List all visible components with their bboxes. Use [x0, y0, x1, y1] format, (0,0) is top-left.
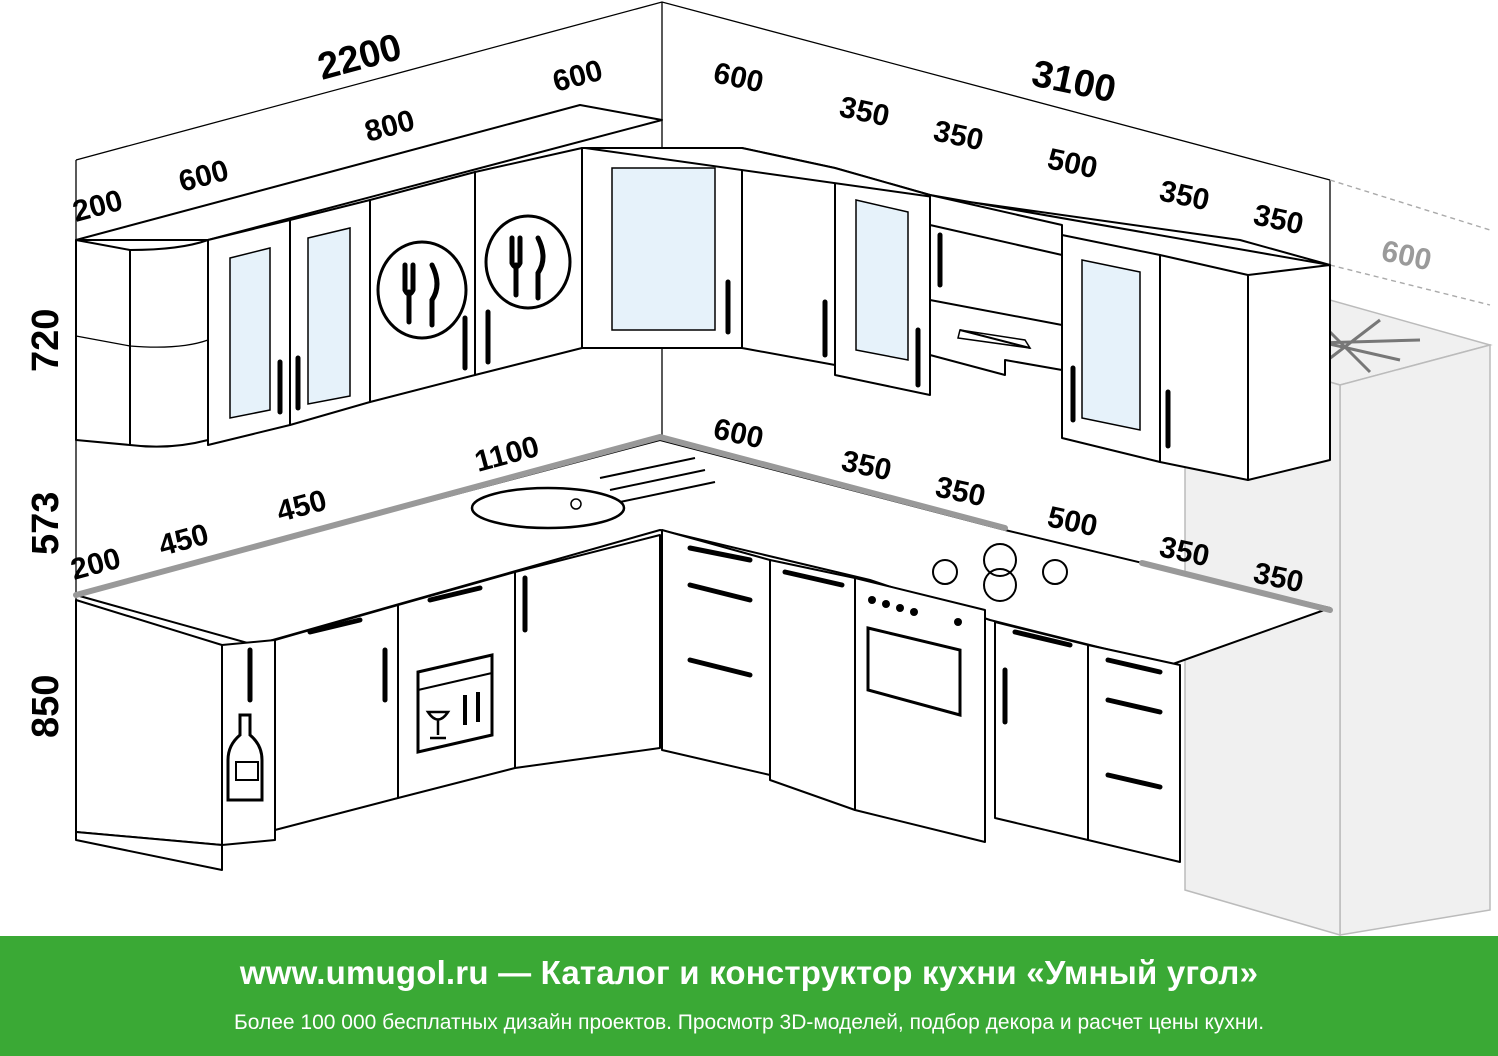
oven-icon — [866, 596, 962, 717]
dim-height-gap: 573 — [25, 492, 67, 555]
plate-cutlery-icon — [376, 240, 468, 340]
kitchen-drawing: 2200 3100 200 600 800 600 600 350 350 50… — [25, 1, 1493, 936]
site-banner: www.umugol.ru — Каталог и конструктор ку… — [0, 936, 1498, 1056]
dim-base-left-450a: 450 — [155, 518, 212, 563]
dim-base-right-350b: 350 — [933, 471, 989, 514]
dim-top-left-200: 200 — [69, 184, 126, 229]
dim-top-left-600: 600 — [175, 154, 232, 199]
upper-cabinets-right — [581, 147, 1331, 481]
dim-top-right-350c: 350 — [1157, 175, 1213, 218]
dim-top-right-600: 600 — [711, 57, 767, 100]
dim-top-right-500: 500 — [1045, 143, 1101, 186]
dim-top-left-total: 2200 — [313, 26, 406, 88]
upper-cabinets-left — [75, 104, 663, 448]
dishwasher-icon — [416, 653, 494, 754]
dim-base-right-500: 500 — [1045, 501, 1101, 544]
dim-height-base: 850 — [25, 675, 67, 738]
dim-fridge-600: 600 — [1379, 235, 1435, 278]
dim-top-right-350d: 350 — [1251, 199, 1307, 242]
base-cabinets-left — [75, 534, 661, 871]
base-cabinets-right — [661, 529, 1181, 863]
dim-base-right-600: 600 — [711, 413, 767, 456]
dim-top-corner-600: 600 — [549, 54, 606, 99]
dim-height-upper: 720 — [25, 309, 67, 372]
sink-icon — [470, 457, 716, 530]
dim-top-right-350a: 350 — [837, 91, 893, 134]
banner-title[interactable]: www.umugol.ru — Каталог и конструктор ку… — [239, 954, 1259, 991]
dim-top-left-800: 800 — [361, 104, 418, 149]
bottle-icon — [226, 713, 264, 802]
hood-icon — [929, 299, 1063, 376]
dim-base-right-350a: 350 — [839, 445, 895, 488]
dim-base-left-450b: 450 — [273, 484, 330, 529]
dim-top-right-350b: 350 — [931, 115, 987, 158]
plate-cutlery-icon — [484, 214, 572, 310]
banner-subtitle: Более 100 000 бесплатных дизайн проектов… — [233, 1011, 1265, 1034]
cooktop-icon — [932, 543, 1068, 602]
